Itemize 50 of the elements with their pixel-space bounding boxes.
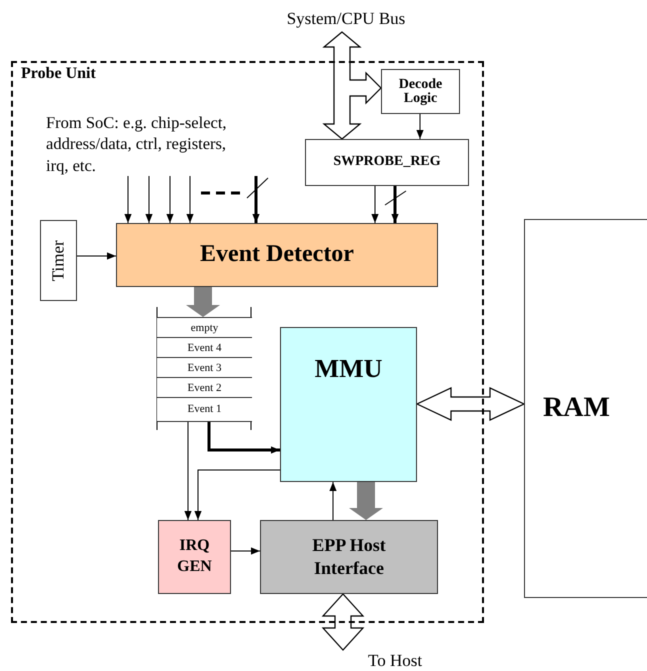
block-arrow — [186, 287, 220, 317]
probe-unit-boundary — [11, 61, 484, 623]
box-label: Event 4 — [188, 342, 222, 354]
arrow — [124, 176, 132, 224]
arrow — [391, 186, 399, 223]
arrow — [208, 422, 280, 454]
box-label: Decode Logic — [398, 78, 444, 106]
box-label: RAM — [543, 392, 610, 425]
box-label: MMU — [314, 354, 382, 384]
host-label: To Host — [368, 650, 422, 670]
box-label: Event 3 — [188, 362, 222, 374]
host-interface-box — [260, 520, 438, 594]
bus-arrow — [416, 387, 526, 421]
box-label: Event 2 — [188, 382, 222, 394]
arrow — [329, 482, 337, 520]
bus-label: System/CPU Bus — [286, 9, 406, 29]
arrow — [76, 252, 116, 260]
box-label: IRQ GEN — [176, 536, 213, 577]
box-label: Timer — [48, 240, 68, 281]
block-arrow — [349, 482, 383, 520]
bus-arrow — [322, 31, 382, 140]
arrow — [166, 176, 174, 224]
arrow — [184, 422, 192, 520]
fifo-slot — [157, 357, 252, 379]
arrow — [194, 470, 280, 520]
fifo-slot — [157, 337, 252, 359]
mmu-box — [280, 327, 417, 482]
arrow — [186, 176, 194, 224]
arrow — [145, 176, 153, 224]
ram-box — [524, 219, 647, 598]
box-label: empty — [190, 322, 218, 334]
decode-logic-box — [381, 69, 460, 114]
timer-box — [40, 220, 77, 301]
fifo-slot — [157, 377, 252, 399]
register-box — [305, 139, 469, 186]
arrow — [230, 547, 260, 555]
arrow — [416, 114, 424, 140]
bus-arrow — [322, 593, 364, 651]
arrow — [371, 186, 379, 224]
box-label: SWPROBE_REG — [333, 154, 441, 171]
box-label: Event 1 — [188, 403, 222, 416]
boundary-title: Probe Unit — [21, 65, 96, 84]
signal-label: From SoC: e.g. chip-select, address/data, ctrl, registers, irq, etc. — [46, 112, 228, 176]
fifo-slot — [157, 397, 252, 422]
arrow — [252, 176, 260, 223]
box-label: EPP Host Interface — [311, 534, 387, 580]
fifo-slot — [157, 317, 252, 339]
box-label: Event Detector — [200, 241, 354, 269]
event-detector-box — [116, 223, 438, 287]
irq-generator-box — [158, 520, 231, 594]
